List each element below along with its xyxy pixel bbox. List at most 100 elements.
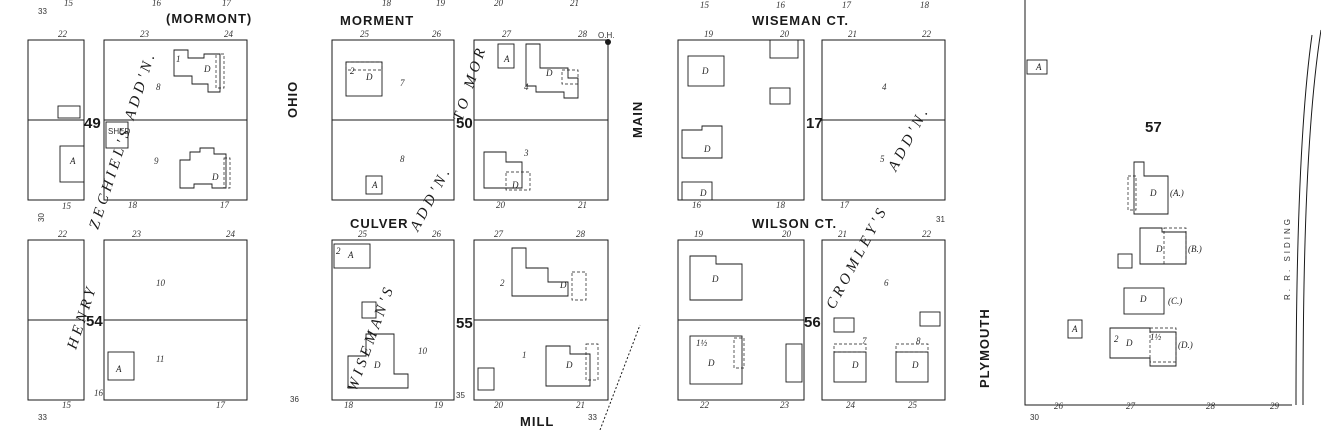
side-dimension: 33: [38, 7, 47, 16]
lot-number: 25: [360, 29, 370, 39]
building-b55-4: [511, 247, 569, 297]
lot-number: 19: [694, 229, 704, 239]
building-b54-1: [107, 351, 135, 381]
side-dimension: 33: [38, 413, 47, 422]
street-plymouth: PLYMOUTH: [977, 308, 992, 388]
building-label: A: [503, 54, 510, 64]
top-number: 21: [570, 0, 579, 8]
building-b57-small: [1067, 319, 1083, 339]
building-label: D: [1149, 188, 1157, 198]
block-number-57: 57: [1145, 119, 1162, 136]
building-b57-a: [1133, 161, 1169, 215]
dotted-line: [599, 324, 641, 430]
building-label: D: [711, 274, 719, 284]
building-b17-2: [769, 39, 799, 59]
lot-number: 28: [576, 229, 586, 239]
block-56-east: [821, 239, 946, 401]
lot-number: 21: [848, 29, 857, 39]
lot-number: 20: [782, 229, 792, 239]
building-label: A: [1071, 324, 1078, 334]
building-storey: 1½: [1150, 332, 1162, 342]
inner-lot: 10: [418, 346, 428, 356]
top-number: 15: [64, 0, 74, 8]
addition-culver-addn: ADD'N.: [407, 163, 455, 235]
inner-lot: 6: [884, 278, 889, 288]
lot-number: 26: [1054, 401, 1064, 411]
railroad-track-1: [1295, 34, 1313, 406]
building-label: D: [373, 360, 381, 370]
lot-number: 16: [692, 200, 702, 210]
lot-number: 25: [908, 400, 918, 410]
top-number: 18: [382, 0, 392, 8]
lot-number: 24: [224, 29, 234, 39]
lot-number: 17: [220, 200, 230, 210]
building-label: D: [211, 172, 219, 182]
addition-cromleys-addn: ADD'N.: [885, 103, 933, 175]
building-b55-2: [361, 301, 377, 319]
building-b17-5: [681, 181, 713, 201]
building-b55-3: [347, 333, 409, 389]
inner-lot: 7: [862, 336, 867, 346]
side-dimension: 31: [936, 215, 945, 224]
lot-number: 19: [434, 400, 444, 410]
block-number-49: 49: [84, 115, 101, 132]
inner-lot: 8: [916, 336, 921, 346]
building-label: D: [703, 144, 711, 154]
lot-number: 22: [922, 229, 932, 239]
block-number-56: 56: [804, 314, 821, 331]
building-ref: (D.): [1178, 340, 1193, 350]
lot-number: 24: [846, 400, 856, 410]
addition-zechiels: ZECHIEL'S ADD'N.: [87, 49, 160, 232]
building-b50-2: [365, 175, 383, 195]
lot-number: 23: [132, 229, 142, 239]
building-b17-3: [769, 87, 791, 105]
street-morment: MORMENT: [340, 13, 414, 28]
addition-moore: TO MOR: [451, 43, 491, 123]
building-label: D: [707, 358, 715, 368]
lot-number: 22: [700, 400, 710, 410]
street-wilson-ct: WILSON CT.: [752, 216, 837, 231]
lot-number: 15: [62, 201, 72, 211]
building-label: D: [1155, 244, 1163, 254]
building-storey: 1½: [696, 338, 708, 348]
lot-number: 15: [62, 400, 72, 410]
building-label: D: [511, 180, 519, 190]
building-label: D: [545, 68, 553, 78]
building-b56-4: [833, 317, 855, 333]
building-b57-shed: [1117, 253, 1133, 269]
lot-number: 26: [432, 229, 442, 239]
building-storey: 2: [336, 246, 341, 256]
building-b56-5: [919, 311, 941, 327]
street-main: MAIN: [630, 101, 645, 138]
building-b49-w2: [59, 145, 85, 183]
inner-lot: 9: [154, 156, 159, 166]
building-b57-c: [1123, 287, 1165, 315]
inner-lot: 11: [156, 354, 164, 364]
street-wiseman-ct: WISEMAN CT.: [752, 13, 849, 28]
inner-lot: 5: [880, 154, 885, 164]
railroad-label: R. R. SIDING: [1283, 216, 1292, 300]
lot-number: 21: [576, 400, 585, 410]
lot-number: 22: [58, 29, 68, 39]
side-dimension: 35: [456, 391, 465, 400]
building-label: D: [365, 72, 373, 82]
building-label: A: [69, 156, 76, 166]
lot-number: 29: [1270, 401, 1280, 411]
building-label: A: [115, 364, 122, 374]
top-number: 18: [920, 0, 930, 10]
building-label: D: [851, 360, 859, 370]
inner-lot: 7: [400, 78, 405, 88]
lot-number: 27: [502, 29, 512, 39]
building-b49-1: [173, 49, 221, 93]
building-b49-2: [179, 147, 227, 189]
building-b50-4: [525, 43, 579, 99]
top-number: 19: [436, 0, 446, 8]
lot-number: 24: [226, 229, 236, 239]
lot-number: 23: [140, 29, 150, 39]
block-number-54: 54: [86, 313, 103, 330]
block-number-50: 50: [456, 115, 473, 132]
building-b56-6: [833, 351, 867, 383]
lot-number: 26: [432, 29, 442, 39]
building-b50-3: [497, 43, 515, 69]
block-55-west: [331, 239, 455, 401]
